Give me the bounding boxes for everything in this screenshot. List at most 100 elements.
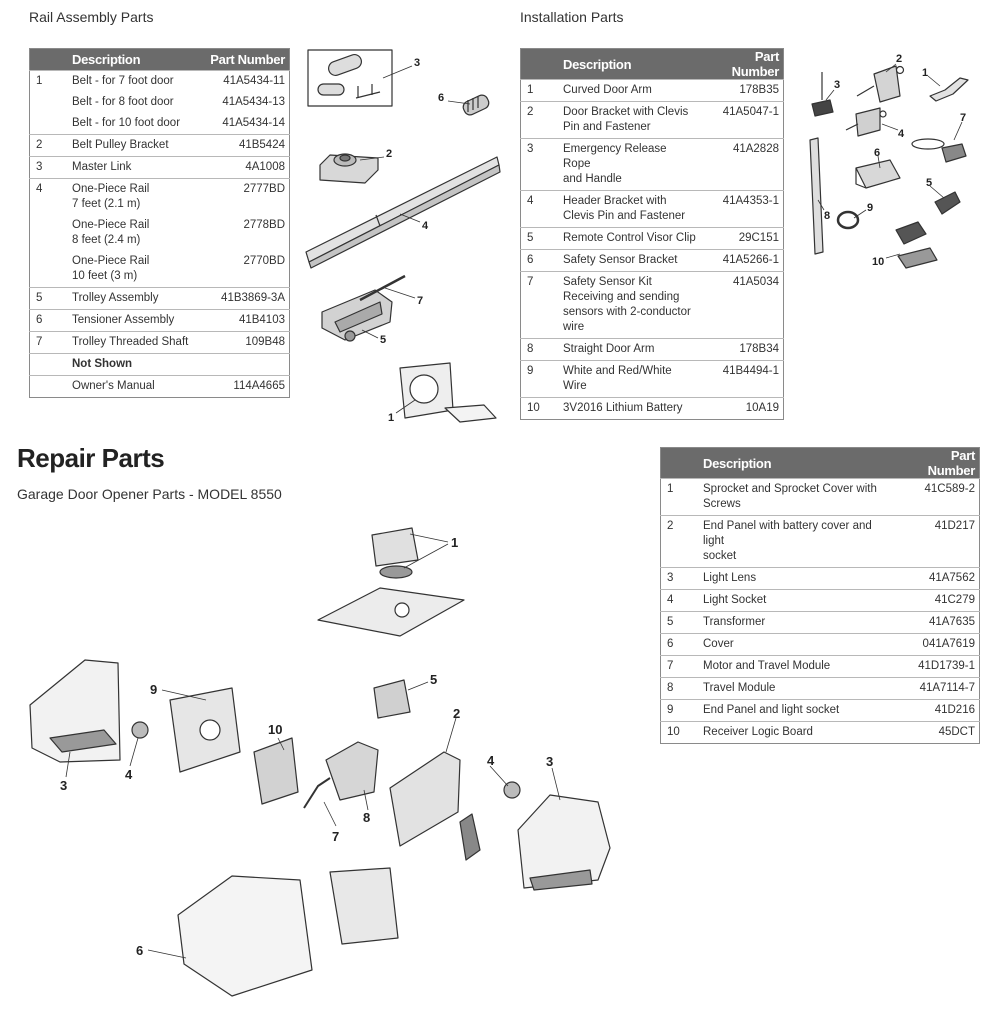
part-index-line: 3 — [527, 143, 534, 155]
part-number-header: Part Number — [200, 48, 290, 71]
part-index-line: 1 — [667, 483, 674, 495]
part-description-line: 8 feet (2.4 m) — [72, 234, 141, 246]
table-header-row: Description Part Number — [660, 447, 980, 479]
part-number-line: 41A7114-7 — [919, 682, 975, 694]
callout-label: 7 — [417, 295, 423, 307]
part-number-header: Part Number — [896, 447, 980, 479]
part-index: 3 — [29, 156, 68, 179]
part-index: 6 — [660, 633, 699, 656]
belt-pulley-bracket-illustration — [319, 153, 379, 184]
callout-label: 1 — [388, 412, 394, 424]
callout-label: 3 — [414, 57, 420, 69]
part-description-line: White and Red/White Wire — [563, 365, 672, 392]
callout-label: 3 — [60, 778, 67, 793]
curved-door-arm-illustration — [929, 77, 969, 102]
part-description: Belt Pulley Bracket — [68, 134, 201, 157]
part-description-line: Belt - for 8 foot door — [72, 96, 174, 108]
part-number: 41A5434-11 — [200, 70, 290, 92]
header-bracket-illustration — [845, 107, 887, 137]
part-number-line: 41D216 — [934, 704, 975, 716]
part-description-line: Light Socket — [703, 594, 767, 606]
part-index: 5 — [29, 287, 68, 310]
part-number-line: 41A5034 — [732, 276, 779, 288]
part-description-line: Curved Door Arm — [563, 84, 652, 96]
logic-board-illustration — [253, 737, 299, 805]
repair-callouts: 1 5 9 10 2 4 3 3 4 7 8 6 — [60, 535, 553, 958]
description-header: Description — [699, 447, 897, 479]
callout-label: 10 — [872, 256, 884, 268]
install-leader-lines — [817, 63, 963, 259]
part-index: 2 — [660, 515, 699, 568]
part-description-line: Not Shown — [72, 358, 133, 370]
callout-label: 4 — [422, 220, 429, 232]
part-description-line: Pin and Fastener — [563, 121, 651, 133]
part-description: Light Lens — [699, 567, 897, 590]
part-number-line: 41A5434-14 — [222, 117, 285, 129]
part-description: Belt - for 10 foot door — [68, 113, 201, 135]
part-index-line: 10 — [667, 726, 680, 738]
cover-illustration — [177, 875, 313, 997]
tensioner-illustration — [462, 94, 490, 116]
part-description-line: Trolley Threaded Shaft — [72, 336, 189, 348]
part-index-line: 5 — [36, 292, 43, 304]
part-description-line: Belt - for 7 foot door — [72, 75, 174, 87]
part-index-line: 6 — [667, 638, 674, 650]
part-number-line: 41B4103 — [238, 314, 285, 326]
callout-label: 3 — [546, 754, 553, 769]
part-description: Not Shown — [68, 353, 201, 376]
table-row: Belt - for 10 foot door 41A5434-14 — [30, 113, 290, 135]
callout-label: 8 — [363, 810, 370, 825]
callout-label: 2 — [386, 148, 392, 160]
part-description-line: Emergency Release Rope — [563, 143, 667, 170]
callout-label: 1 — [922, 67, 928, 79]
safety-sensor-illustration — [911, 138, 967, 163]
visor-clip-illustration — [934, 191, 961, 215]
part-description: Receiver Logic Board — [699, 721, 897, 744]
part-description-line: Header Bracket with — [563, 195, 667, 207]
part-index-line: 3 — [36, 161, 43, 173]
part-index: 7 — [660, 655, 699, 678]
callout-label: 4 — [487, 753, 495, 768]
part-index-line: 7 — [667, 660, 674, 672]
table-header-row: Description Part Number — [29, 48, 290, 71]
part-number: 2770BD — [201, 251, 290, 288]
part-index: 2 — [29, 134, 68, 157]
sprocket-cover-illustration — [371, 527, 419, 579]
part-description-line: Straight Door Arm — [563, 343, 655, 355]
part-number: 109B48 — [200, 331, 290, 354]
part-number-line: 41D217 — [934, 520, 975, 532]
part-number: 41A7635 — [896, 611, 980, 634]
part-description-line: Light Lens — [703, 572, 757, 584]
part-description-line: socket — [703, 550, 737, 562]
part-index: 8 — [660, 677, 699, 700]
part-index-line: 7 — [527, 276, 534, 288]
part-index-line: 10 — [527, 402, 540, 414]
part-description-line: 3V2016 Lithium Battery — [563, 402, 683, 414]
rail-illustration — [305, 156, 501, 269]
left-end-panel-illustration — [169, 687, 241, 773]
part-number-line: 41A4353-1 — [722, 195, 779, 207]
part-number: 41B4494-1 — [700, 360, 784, 398]
part-index: 1 — [660, 478, 699, 516]
callout-label: 9 — [150, 682, 157, 697]
part-number-line: 41A7562 — [928, 572, 975, 584]
part-description-line: and Handle — [563, 173, 622, 185]
part-number: 41A4353-1 — [700, 190, 784, 228]
part-index: 4 — [520, 190, 559, 228]
rail-section-title: Rail Assembly Parts — [29, 9, 154, 25]
part-description: Curved Door Arm — [559, 79, 701, 102]
part-number-line: 041A7619 — [922, 638, 975, 650]
